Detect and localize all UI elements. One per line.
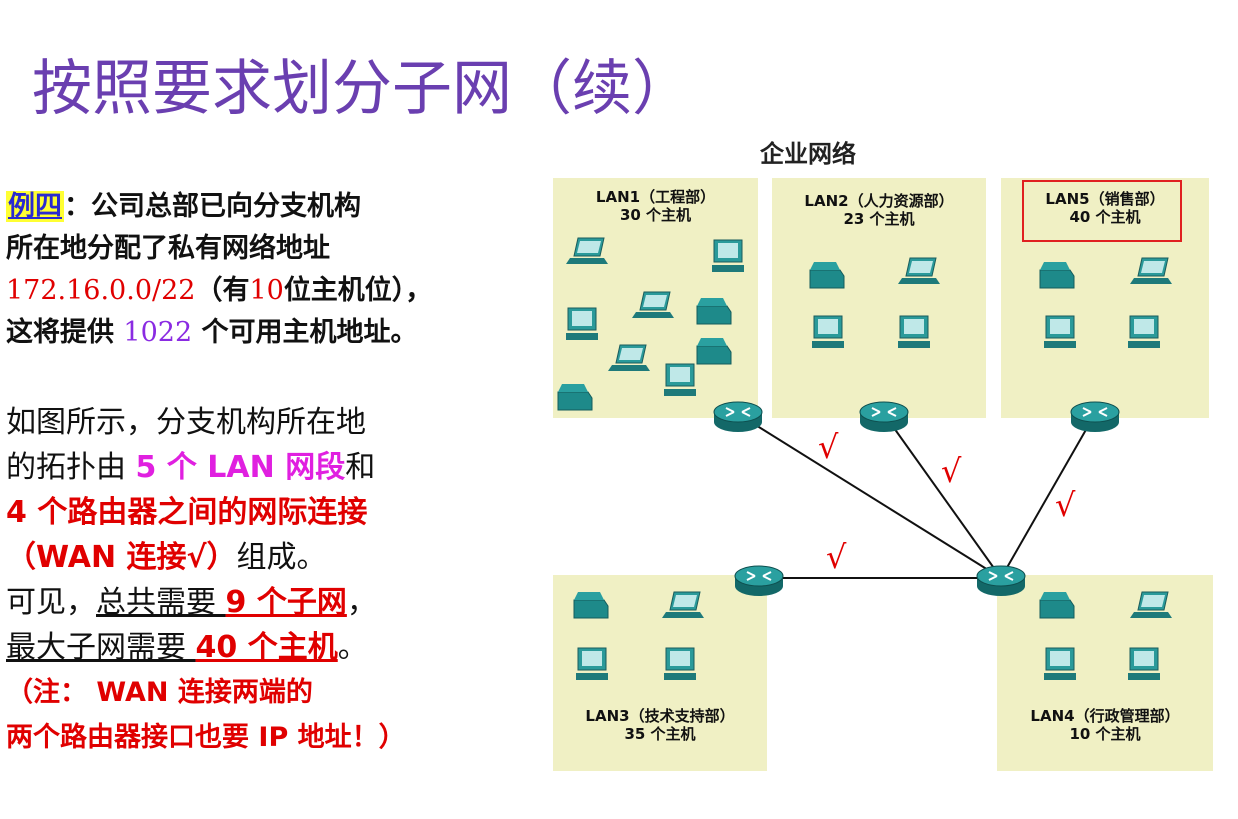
printer-icon (809, 261, 845, 289)
lan3-devices (573, 591, 705, 681)
desktop-icon (663, 647, 697, 681)
laptop-icon (897, 257, 941, 285)
laptop-icon (607, 344, 651, 372)
lan5-box: LAN5（销售部） 40 个主机 (1001, 178, 1209, 418)
explain-line3: 4 个路由器之间的网际连接 (6, 495, 368, 530)
lan4-label: LAN4（行政管理部） 10 个主机 (997, 707, 1213, 743)
lan5-highlight (1022, 180, 1182, 242)
network-address: 172.16.0.0/22 (6, 275, 196, 306)
lan2-hosts: 23 个主机 (843, 210, 915, 228)
explanation-paragraph: 如图所示，分支机构所在地 的拓扑由 5 个 LAN 网段和 4 个路由器之间的网… (6, 400, 546, 760)
router-icon (1070, 401, 1120, 433)
wan-check-3: √ (1055, 486, 1076, 524)
explain-line5-post: ， (346, 585, 377, 620)
explain-line1: 如图所示，分支机构所在地 (6, 405, 366, 440)
explain-line2-post: 和 (345, 450, 376, 485)
wan-link-1 (737, 413, 1002, 579)
printer-icon (1039, 591, 1075, 619)
explain-line6-post: 。 (337, 630, 368, 665)
router-icon (859, 401, 909, 433)
explain-line2-pre: 的拓扑由 (6, 450, 136, 485)
page-title: 按照要求划分子网（续） (32, 54, 692, 124)
wan-check-2: √ (941, 452, 962, 490)
explain-line5-ul: 总共需要 (96, 585, 226, 620)
lan2-box: LAN2（人力资源部） 23 个主机 (772, 178, 986, 418)
lan3-label: LAN3（技术支持部） 35 个主机 (553, 707, 767, 743)
printer-icon (696, 337, 732, 365)
printer-icon (573, 591, 609, 619)
example-label: 例四 (6, 191, 64, 222)
printer-icon (557, 383, 593, 411)
printer-icon (696, 297, 732, 325)
lan2-devices (809, 257, 941, 349)
laptop-icon (1129, 257, 1173, 285)
lan2-name: LAN2（人力资源部） (804, 192, 954, 210)
example-line4-pre: 这将提供 (6, 317, 124, 348)
laptop-icon (631, 291, 675, 319)
printer-icon (1039, 261, 1075, 289)
explain-line5-pre: 可见， (6, 585, 96, 620)
lan4-name: LAN4（行政管理部） (1030, 707, 1180, 725)
usable-hosts: 1022 (123, 317, 193, 348)
max-hosts: 40 个主机 (195, 630, 338, 665)
host-bits: 10 (249, 275, 284, 306)
laptop-icon (661, 591, 705, 619)
lan-segments: 5 个 LAN 网段 (135, 450, 346, 485)
lan5-hosts: 40 个主机 (1069, 208, 1141, 226)
example-paragraph: 例四：公司总部已向分支机构 所在地分配了私有网络地址 172.16.0.0/22… (6, 186, 536, 354)
desktop-icon (1043, 315, 1077, 349)
lan3-hosts: 35 个主机 (624, 725, 696, 743)
example-line2: 所在地分配了私有网络地址 (6, 233, 330, 264)
lan1-label: LAN1（工程部） 30 个主机 (553, 188, 758, 224)
lan2-label: LAN2（人力资源部） 23 个主机 (772, 192, 986, 228)
desktop-icon (1127, 647, 1161, 681)
lan4-box: LAN4（行政管理部） 10 个主机 (997, 575, 1213, 771)
explain-line6-ul: 最大子网需要 (6, 630, 196, 665)
desktop-icon (1043, 647, 1077, 681)
wan-link-3 (1000, 413, 1096, 579)
lan5-label: LAN5（销售部） 40 个主机 (1001, 190, 1209, 226)
desktop-icon (565, 307, 599, 341)
laptop-icon (565, 237, 609, 265)
example-line1: ：公司总部已向分支机构 (64, 191, 361, 222)
wan-link-2 (883, 413, 1002, 579)
desktop-icon (711, 239, 745, 273)
explain-line4-post: 组成。 (236, 540, 327, 575)
lan1-name: LAN1（工程部） (595, 188, 716, 206)
lan4-devices (1039, 591, 1173, 681)
example-line3-mid2: 位主机位）， (283, 275, 433, 306)
laptop-icon (1129, 591, 1173, 619)
note-line2: 两个路由器接口也要 IP 地址！） (6, 722, 406, 753)
lan1-box: LAN1（工程部） 30 个主机 (553, 178, 758, 418)
lan5-name: LAN5（销售部） (1045, 190, 1165, 208)
router-icon (976, 565, 1026, 597)
wan-links: （WAN 连接√） (6, 540, 237, 575)
desktop-icon (1127, 315, 1161, 349)
wan-check-1: √ (818, 428, 839, 466)
lan3-name: LAN3（技术支持部） (585, 707, 735, 725)
lan1-hosts: 30 个主机 (619, 206, 692, 224)
diagram-title: 企业网络 (760, 140, 856, 168)
lan5-devices (1039, 257, 1173, 349)
total-subnets: 9 个子网 (225, 585, 347, 620)
router-icon (734, 565, 784, 597)
router-icon (713, 401, 763, 433)
wan-check-4: √ (826, 538, 847, 576)
lan1-devices (557, 237, 745, 411)
desktop-icon (575, 647, 609, 681)
example-line4-post: 个可用主机地址。 (192, 317, 418, 348)
note-line1: （注： WAN 连接两端的 (6, 677, 313, 708)
example-line3-mid1: （有 (195, 275, 250, 306)
desktop-icon (897, 315, 931, 349)
lan4-hosts: 10 个主机 (1069, 725, 1141, 743)
desktop-icon (663, 363, 697, 397)
desktop-icon (811, 315, 845, 349)
